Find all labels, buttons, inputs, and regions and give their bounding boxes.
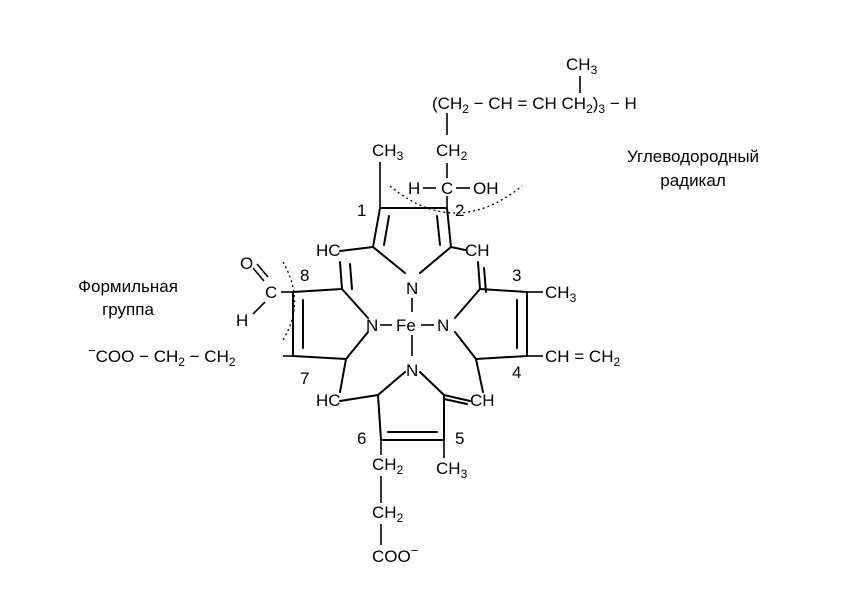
ring-b-to-n-bottom [454,331,477,360]
hydrocarbon-label-line2: радикал [660,171,726,190]
hydrocarbon-label-line1: Углеводородный [627,147,759,166]
formyl-c: C [265,283,277,302]
meso-carbons: HC CH HC CH [316,241,495,410]
ring-b-to-n-top [454,288,481,319]
ring-d-meso-bottom [339,358,347,393]
ring-b: 3 4 CH3 CH = CH2 [454,261,620,393]
position-6: 6 [357,429,366,448]
ring-d-to-n-top [341,288,369,319]
formyl-o: O [240,254,253,273]
ring-a-bond-right [446,207,452,248]
position-2: 2 [455,201,464,220]
ring-a-c: C [441,179,453,198]
formyl-label-line2: группа [102,300,154,319]
ring-b-meso-bottom [475,358,484,393]
ring-d: 8 7 O C H −COO − CH2 − CH2 [88,254,369,393]
ring-a-h: H [408,179,420,198]
iron-center: N N Fe N N [366,279,449,380]
formyl-label-line1: Формильная [78,277,178,296]
position-7: 7 [300,369,309,388]
meso-hc-bottom-left: HC [316,391,341,410]
ring-b-methyl: CH3 [545,283,577,305]
chain-part-1: (CH2 − CH = CH CH2)3 − H [432,94,637,116]
position-4: 4 [512,363,521,382]
position-3: 3 [512,266,521,285]
n-right: N [437,316,449,335]
meso-top-left-bond [339,246,374,252]
ring-c-from-n-left [377,371,406,396]
meso-ch-bottom-right: CH [470,391,495,410]
ring-c-from-n-right [419,371,445,396]
ring-c-ch2-a: CH2 [372,455,404,477]
formyl-co-bond [252,267,265,282]
ring-c-bond-left [377,394,382,441]
ring-a-to-n-right [419,246,452,274]
annotations: Углеводородный радикал Формильная группа [78,147,759,319]
ring-b-vinyl: CH = CH2 [545,347,620,369]
ring-d-to-n-bottom [345,331,369,360]
ring-d-meso-top-dbl [349,263,353,290]
ring-d-bond-top [292,288,343,293]
ring-a-dbl-left [383,215,390,246]
ring-a-methyl: CH3 [372,141,404,163]
ring-c: 6 5 CH3 CH2 CH2 COO− [357,371,468,566]
ring-a-oh: OH [473,179,499,198]
ring-b-meso-top-dbl [483,267,487,293]
position-1: 1 [357,201,366,220]
meso-bottom-right-bond [443,394,471,402]
meso-ch-top-right: CH [465,241,490,260]
meso-bottom-left-bond [339,394,379,402]
position-5: 5 [455,429,464,448]
ring-b-meso-top [477,261,481,290]
ring-a-to-n-left [372,246,406,274]
ring-d-bond-bottom [292,355,347,360]
meso-bottom-right-dbl [443,398,468,405]
ring-c-methyl: CH3 [436,459,468,481]
top-chain: (CH2 − CH = CH CH2)3 − H CH3 [432,55,637,135]
hydroxy-arc [389,185,523,214]
ring-c-ch2-b: CH2 [372,503,404,525]
ring-b-bond-bottom [475,355,528,360]
left-propionate: −COO − CH2 − CH2 [88,343,236,369]
ring-a: CH3 CH2 H C OH 1 2 [357,141,499,274]
n-bottom: N [406,361,418,380]
ring-a-dbl-right [436,215,441,246]
meso-hc-top-left: HC [316,241,341,260]
ring-a-bond-left [372,207,381,248]
n-left: N [366,316,378,335]
formyl-co-dbl [256,263,269,278]
formyl-h: H [236,311,248,330]
ring-d-meso-top [339,261,343,290]
ring-b-bond-top [479,288,528,293]
ring-c-coo: COO− [372,543,418,566]
meso-top-right-bond [450,246,466,251]
formyl-ch-bond [252,301,266,315]
ring-a-ch2: CH2 [436,141,468,163]
fe-atom: Fe [396,316,416,335]
position-8: 8 [300,266,309,285]
chain-methyl: CH3 [566,55,598,77]
formyl-arc [282,261,296,341]
n-top: N [406,279,418,298]
